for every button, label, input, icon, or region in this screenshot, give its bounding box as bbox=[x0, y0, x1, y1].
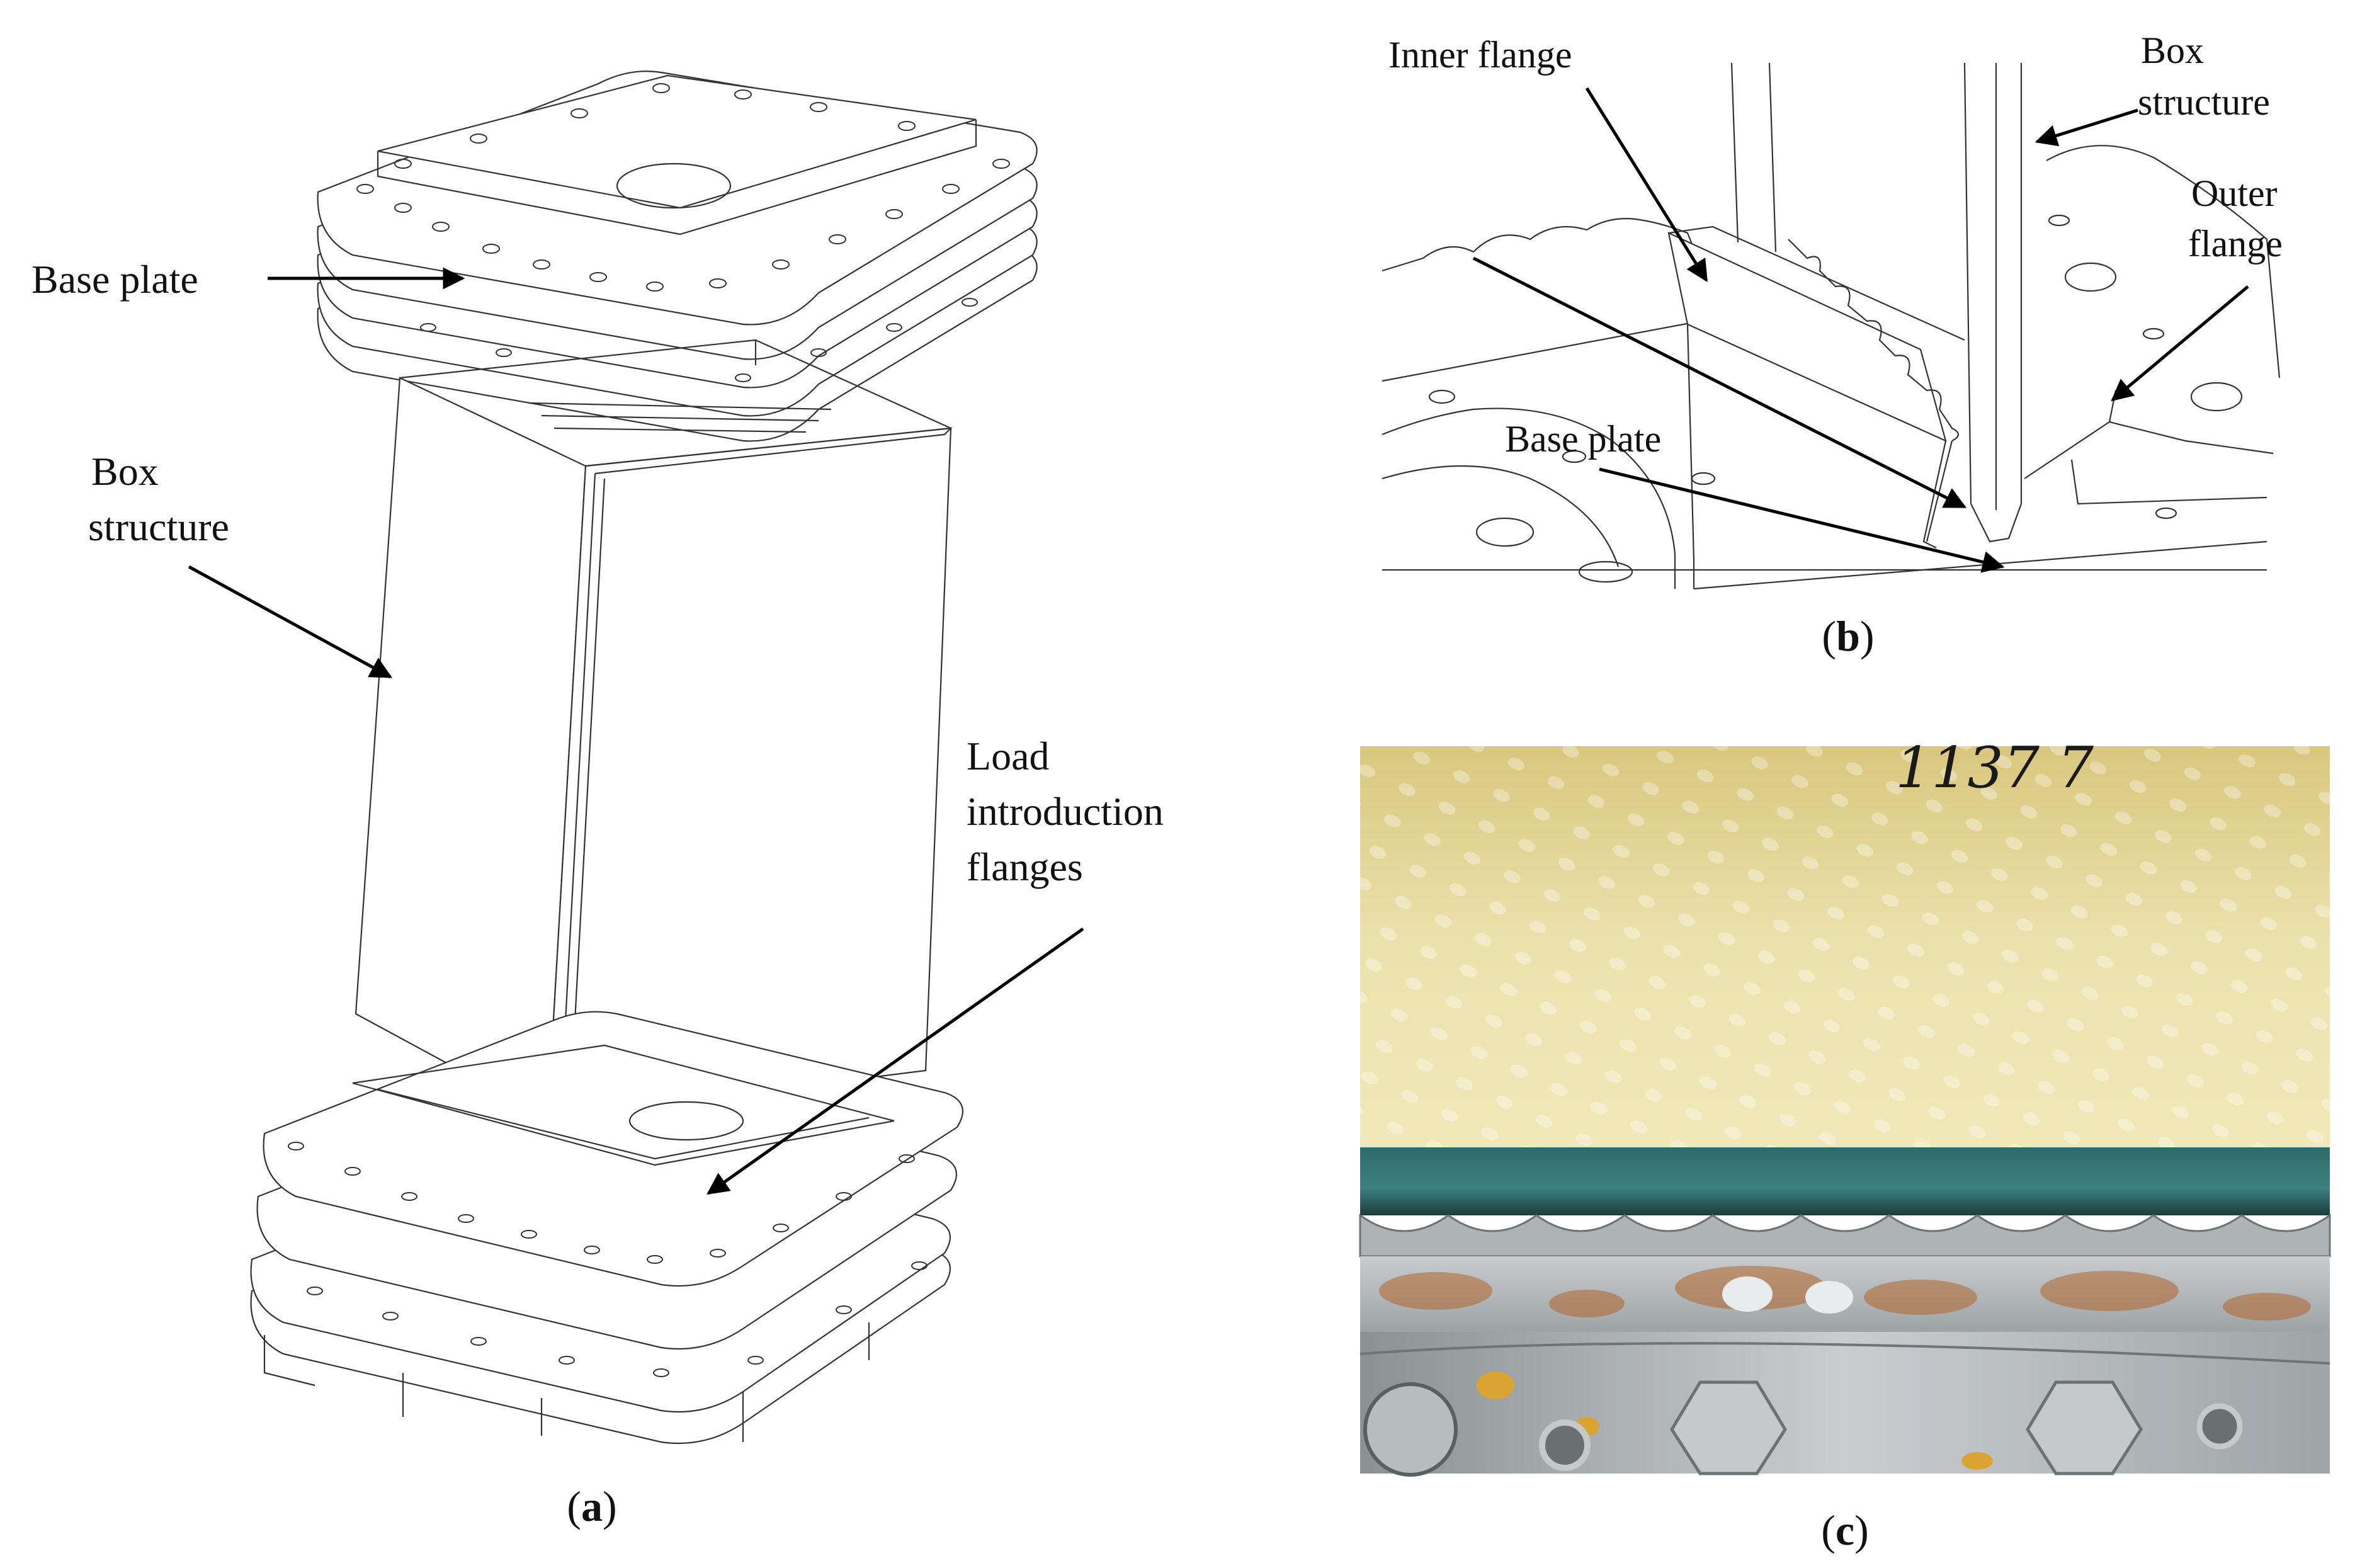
caption-a-open: ( bbox=[567, 1482, 581, 1530]
bottom-flange-stack bbox=[250, 1011, 963, 1445]
photo-bolt-hex-right bbox=[2026, 1380, 2143, 1475]
photo-washer-right bbox=[2196, 1403, 2243, 1450]
label-base-plate-b: Base plate bbox=[1505, 418, 1661, 460]
photo-yellow-spot-1 bbox=[1477, 1372, 1514, 1399]
photo-white-patch-1 bbox=[1722, 1276, 1773, 1312]
photo-yellow-spot-3 bbox=[1961, 1452, 1993, 1470]
arrow-base-plate-b1 bbox=[1472, 256, 1967, 509]
label-load-flanges-a-line1: Load bbox=[967, 734, 1050, 778]
arrow-load-flanges-a bbox=[706, 927, 1084, 1195]
photo-handwriting: 1137 7 bbox=[1895, 735, 2094, 801]
arrow-box-structure-b bbox=[2034, 108, 2138, 147]
photo-glass-layer bbox=[1360, 1147, 2330, 1215]
label-box-structure-b-line2: structure bbox=[2138, 81, 2270, 123]
arrow-box-structure-a bbox=[188, 565, 393, 679]
caption-c-letter: c bbox=[1836, 1506, 1854, 1554]
label-load-flanges-a-line3: flanges bbox=[967, 844, 1083, 889]
label-box-structure-a-line1: Box bbox=[91, 449, 159, 494]
photo-washer-left bbox=[1539, 1419, 1591, 1471]
panel-a-drawing bbox=[188, 71, 1084, 1445]
photo-weave-texture bbox=[1360, 746, 2330, 1147]
photo-base-plate bbox=[1360, 1332, 2330, 1474]
caption-a-letter: a bbox=[581, 1482, 603, 1530]
arrow-inner-flange-b bbox=[1585, 87, 1708, 282]
top-flange-stack bbox=[317, 71, 1038, 442]
caption-a-close: ) bbox=[603, 1482, 617, 1530]
caption-b-letter: b bbox=[1836, 612, 1860, 660]
label-box-structure-a-line2: structure bbox=[88, 504, 229, 549]
caption-a: (a) bbox=[567, 1482, 616, 1530]
arrow-outer-flange-b bbox=[2111, 285, 2249, 402]
panel-c-photo: 1137 7 bbox=[1359, 735, 2331, 1477]
label-inner-flange-b: Inner flange bbox=[1388, 34, 1572, 76]
caption-c: (c) bbox=[1821, 1506, 1869, 1554]
caption-c-open: ( bbox=[1821, 1506, 1836, 1554]
panel-b-drawing bbox=[1382, 62, 2281, 590]
label-box-structure-b: Box structure bbox=[2138, 30, 2270, 123]
label-outer-flange-b: Outer flange bbox=[2188, 173, 2287, 264]
photo-plate-edge bbox=[1359, 1342, 2330, 1365]
photo-bolt-hex-center bbox=[1670, 1380, 1787, 1475]
photo-corrosion-spots bbox=[1379, 1266, 2311, 1321]
label-load-flanges-a-line2: introduction bbox=[967, 789, 1164, 834]
caption-b-open: ( bbox=[1822, 612, 1836, 660]
photo-scalloped-flange bbox=[1359, 1213, 2331, 1258]
photo-bolt-left bbox=[1363, 1382, 1458, 1477]
label-outer-flange-b-line1: Outer bbox=[2191, 173, 2278, 214]
caption-c-close: ) bbox=[1854, 1506, 1869, 1554]
label-base-plate-a: Base plate bbox=[31, 257, 198, 302]
photo-white-patch-2 bbox=[1805, 1281, 1853, 1314]
label-box-structure-a: Box structure bbox=[88, 449, 229, 549]
label-box-structure-b-line1: Box bbox=[2141, 30, 2204, 71]
arrow-base-plate-b2 bbox=[1599, 467, 2005, 573]
caption-b-close: ) bbox=[1860, 612, 1875, 660]
label-load-flanges-a: Load introduction flanges bbox=[967, 734, 1174, 889]
box-structure-column bbox=[355, 339, 953, 1119]
label-outer-flange-b-line2: flange bbox=[2188, 223, 2283, 264]
caption-b: (b) bbox=[1822, 612, 1874, 660]
